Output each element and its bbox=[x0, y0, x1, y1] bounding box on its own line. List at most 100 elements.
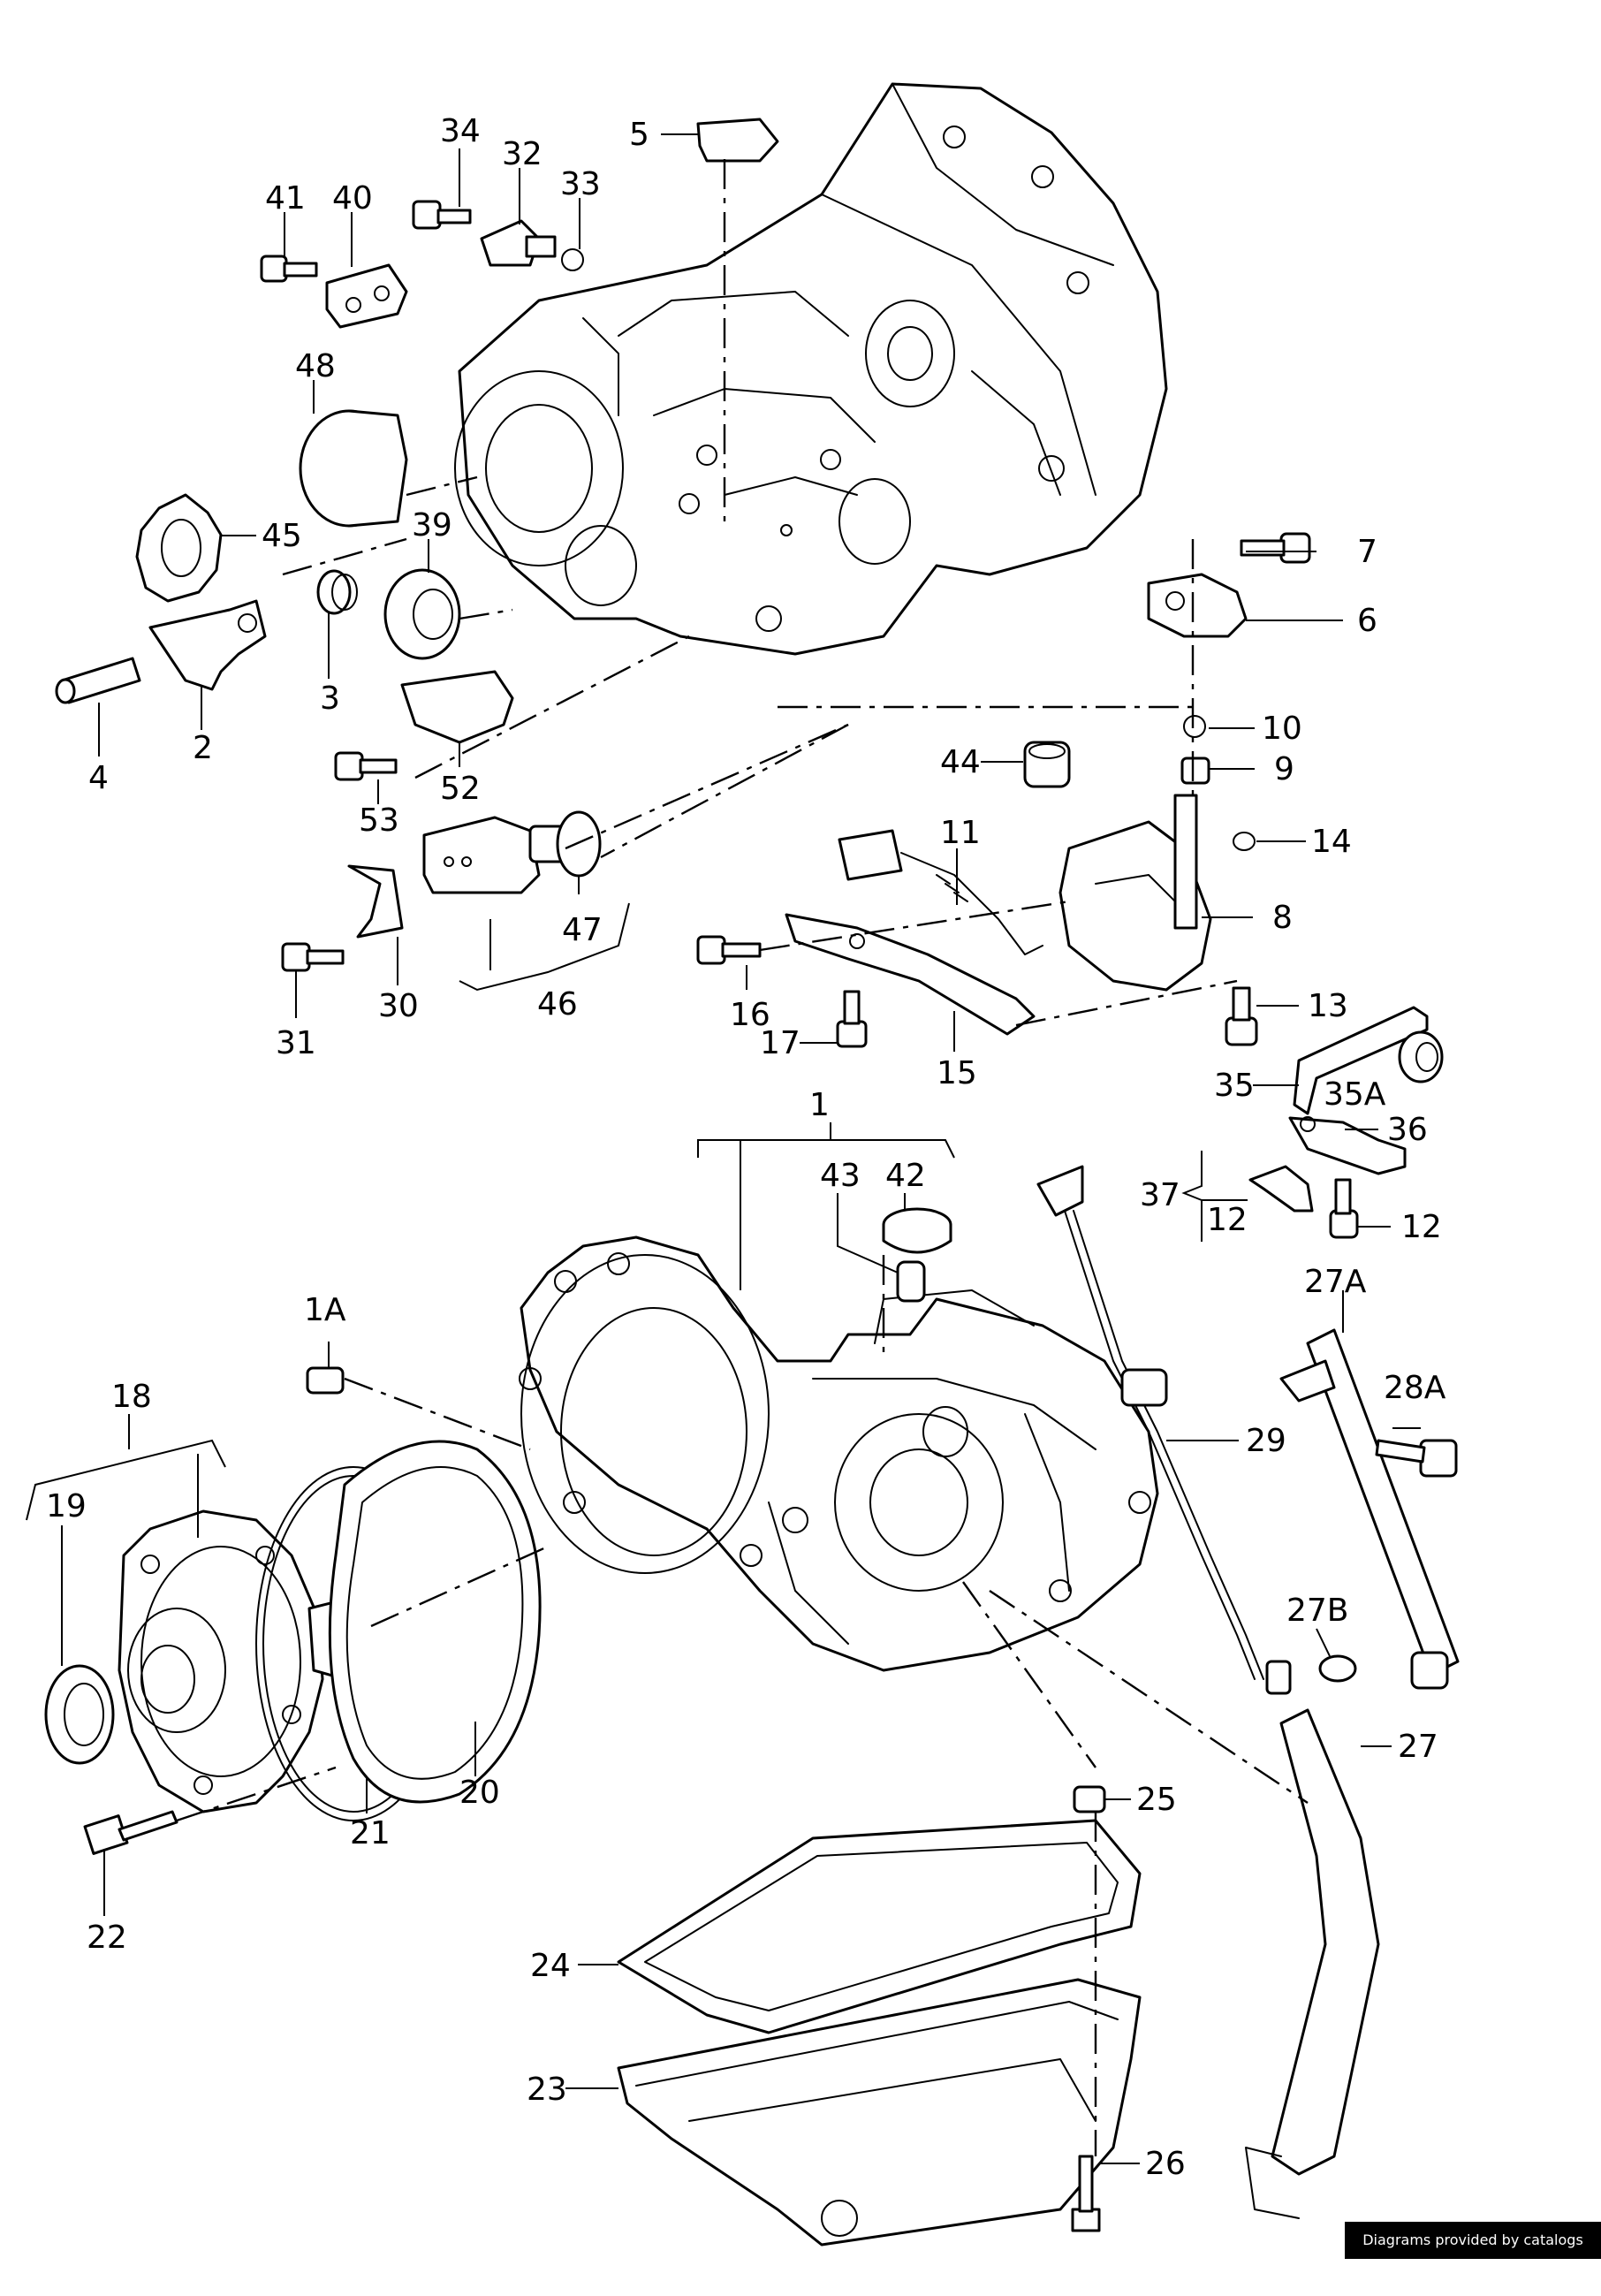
magnet-25 bbox=[1073, 1785, 1106, 1813]
bolt-34 bbox=[412, 200, 472, 230]
label-18: 18 bbox=[111, 1379, 152, 1415]
label-25: 25 bbox=[1136, 1782, 1177, 1818]
gear-45 bbox=[135, 493, 223, 603]
label-6: 6 bbox=[1357, 603, 1377, 639]
seal-3 bbox=[316, 569, 358, 615]
label-27a: 27A bbox=[1304, 1264, 1367, 1300]
seal-27b bbox=[1318, 1654, 1357, 1683]
cap-44 bbox=[1023, 741, 1071, 788]
label-2: 2 bbox=[193, 730, 213, 766]
leader-lines bbox=[26, 133, 1421, 2164]
label-41: 41 bbox=[265, 180, 306, 217]
catalog-credit-banner: Diagrams provided by catalogs parts bbox=[1345, 2222, 1601, 2285]
seal-47 bbox=[556, 810, 602, 878]
label-3: 3 bbox=[320, 680, 340, 717]
dipstick-tube-27 bbox=[1245, 1708, 1380, 2219]
oil-pan-gasket-24 bbox=[617, 1819, 1142, 2034]
plug-5 bbox=[696, 118, 779, 163]
label-35a: 35A bbox=[1324, 1076, 1386, 1113]
label-4: 4 bbox=[88, 760, 109, 796]
label-11: 11 bbox=[940, 815, 981, 851]
bushing-39 bbox=[383, 568, 461, 660]
label-32: 32 bbox=[502, 136, 543, 172]
bolt-41 bbox=[260, 255, 318, 283]
pin-4 bbox=[55, 657, 141, 704]
transmission-housing-lower bbox=[519, 1235, 1159, 1672]
label-30: 30 bbox=[378, 988, 419, 1024]
bushing-35a bbox=[1398, 1030, 1444, 1083]
breather-43 bbox=[896, 1260, 926, 1303]
label-14: 14 bbox=[1311, 824, 1352, 860]
label-29: 29 bbox=[1246, 1423, 1286, 1459]
transmission-housing-upper bbox=[454, 82, 1168, 656]
label-45: 45 bbox=[262, 518, 302, 554]
label-34: 34 bbox=[440, 113, 481, 149]
label-20: 20 bbox=[459, 1775, 500, 1811]
label-26: 26 bbox=[1145, 2146, 1186, 2182]
label-17: 17 bbox=[760, 1025, 800, 1061]
seal-ring-19 bbox=[44, 1664, 115, 1765]
guard-52 bbox=[400, 670, 514, 744]
label-1a: 1A bbox=[304, 1292, 346, 1328]
label-33: 33 bbox=[560, 166, 601, 202]
lever-15 bbox=[785, 913, 1036, 1036]
label-48: 48 bbox=[295, 348, 336, 384]
label-16: 16 bbox=[730, 997, 770, 1033]
gasket-20 bbox=[328, 1440, 542, 1804]
washer-10 bbox=[1183, 715, 1206, 738]
label-52: 52 bbox=[440, 771, 481, 807]
dowel-1a bbox=[306, 1366, 345, 1395]
cover-48 bbox=[299, 409, 408, 528]
label-5: 5 bbox=[629, 117, 649, 153]
bracket-40 bbox=[325, 263, 408, 329]
bracket-35 bbox=[1293, 1006, 1429, 1115]
label-39: 39 bbox=[412, 507, 452, 544]
lever-2 bbox=[148, 599, 267, 691]
label-28a: 28A bbox=[1384, 1370, 1446, 1406]
label-37: 37 bbox=[1140, 1177, 1180, 1213]
bolt-16 bbox=[696, 935, 762, 965]
label-36: 36 bbox=[1387, 1112, 1428, 1148]
bolt-28a bbox=[1375, 1439, 1458, 1478]
label-23: 23 bbox=[527, 2072, 567, 2108]
bolt-31 bbox=[281, 942, 345, 972]
bolt-7 bbox=[1240, 532, 1311, 564]
label-22: 22 bbox=[87, 1920, 127, 1956]
selector-assembly-8 bbox=[1058, 794, 1212, 992]
breather-tube-27a bbox=[1279, 1328, 1460, 1690]
bracket-6 bbox=[1147, 573, 1248, 638]
switch-46 bbox=[422, 816, 567, 894]
clip-37 bbox=[1248, 1165, 1314, 1213]
cap-42 bbox=[882, 1207, 952, 1254]
callout-labels: 5 34 32 33 41 40 48 45 39 3 2 4 52 53 47… bbox=[46, 113, 1446, 2182]
bolt-53 bbox=[334, 751, 398, 781]
label-53: 53 bbox=[359, 802, 399, 839]
plate-36 bbox=[1288, 1116, 1407, 1175]
bolt-17 bbox=[836, 990, 868, 1048]
label-10: 10 bbox=[1262, 711, 1302, 747]
o-ring-33 bbox=[561, 248, 584, 271]
label-19: 19 bbox=[46, 1488, 87, 1524]
label-9: 9 bbox=[1274, 751, 1294, 787]
label-12-b: 12 bbox=[1401, 1209, 1442, 1245]
label-42: 42 bbox=[885, 1158, 926, 1194]
label-46: 46 bbox=[537, 986, 578, 1023]
label-27: 27 bbox=[1398, 1729, 1438, 1765]
label-40: 40 bbox=[332, 180, 373, 217]
label-47: 47 bbox=[562, 912, 603, 948]
sensor-32 bbox=[480, 219, 557, 267]
alignment-lines bbox=[176, 159, 1309, 2156]
washer-14 bbox=[1233, 832, 1256, 851]
label-8: 8 bbox=[1272, 900, 1293, 936]
label-15: 15 bbox=[937, 1055, 977, 1091]
bushing-9 bbox=[1180, 756, 1210, 785]
bolt-26 bbox=[1071, 2155, 1101, 2232]
dipstick-29 bbox=[1036, 1165, 1292, 1695]
label-44: 44 bbox=[940, 744, 981, 780]
bolt-13 bbox=[1225, 986, 1258, 1046]
bolt-12 bbox=[1329, 1178, 1359, 1239]
label-27b: 27B bbox=[1286, 1593, 1349, 1629]
label-7: 7 bbox=[1357, 534, 1377, 570]
clip-30 bbox=[347, 864, 404, 939]
